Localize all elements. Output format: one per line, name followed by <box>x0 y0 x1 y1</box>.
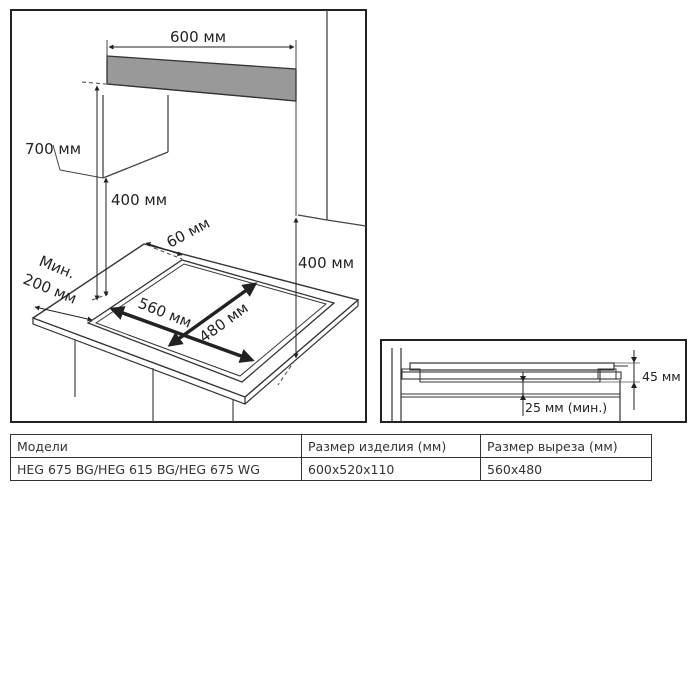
table-row: HEG 675 BG/HEG 615 BG/HEG 675 WG 600x520… <box>10 457 652 481</box>
min-distance-arrow <box>34 305 93 322</box>
spec-table: Модели Размер изделия (мм) Размер выреза… <box>10 434 652 481</box>
table-cell-models: HEG 675 BG/HEG 615 BG/HEG 675 WG <box>10 457 302 481</box>
width-label: 600 мм <box>170 28 226 46</box>
side-diagram-frame <box>380 339 687 423</box>
table-cell-cutout-size: 560x480 <box>480 457 652 481</box>
side-section-diagram: 45 мм 25 мм (мин.) <box>380 339 687 423</box>
side-height-label: 45 мм <box>642 369 681 384</box>
cutout-depth-arrow <box>167 282 258 347</box>
height-label: 700 мм <box>25 140 81 158</box>
installation-diagram: 600 мм 700 мм 400 мм 400 мм 60 мм Мин. 2… <box>10 9 367 423</box>
right-wall-label: 400 мм <box>298 254 354 272</box>
diagram-frame <box>10 9 367 423</box>
table-cell-product-size: 600x520x110 <box>301 457 481 481</box>
side-cooktop-glass <box>409 362 615 371</box>
side-worktop <box>400 371 622 380</box>
table-header-row: Модели Размер изделия (мм) Размер выреза… <box>10 434 652 458</box>
hood-clearance-label: 400 мм <box>111 191 167 209</box>
column-header-product-size: Размер изделия (мм) <box>301 434 481 458</box>
column-header-cutout-size: Размер выреза (мм) <box>480 434 652 458</box>
side-clearance-label: 25 мм (мин.) <box>525 400 607 415</box>
column-header-models: Модели <box>10 434 302 458</box>
rear-gap-arrow <box>145 242 183 256</box>
